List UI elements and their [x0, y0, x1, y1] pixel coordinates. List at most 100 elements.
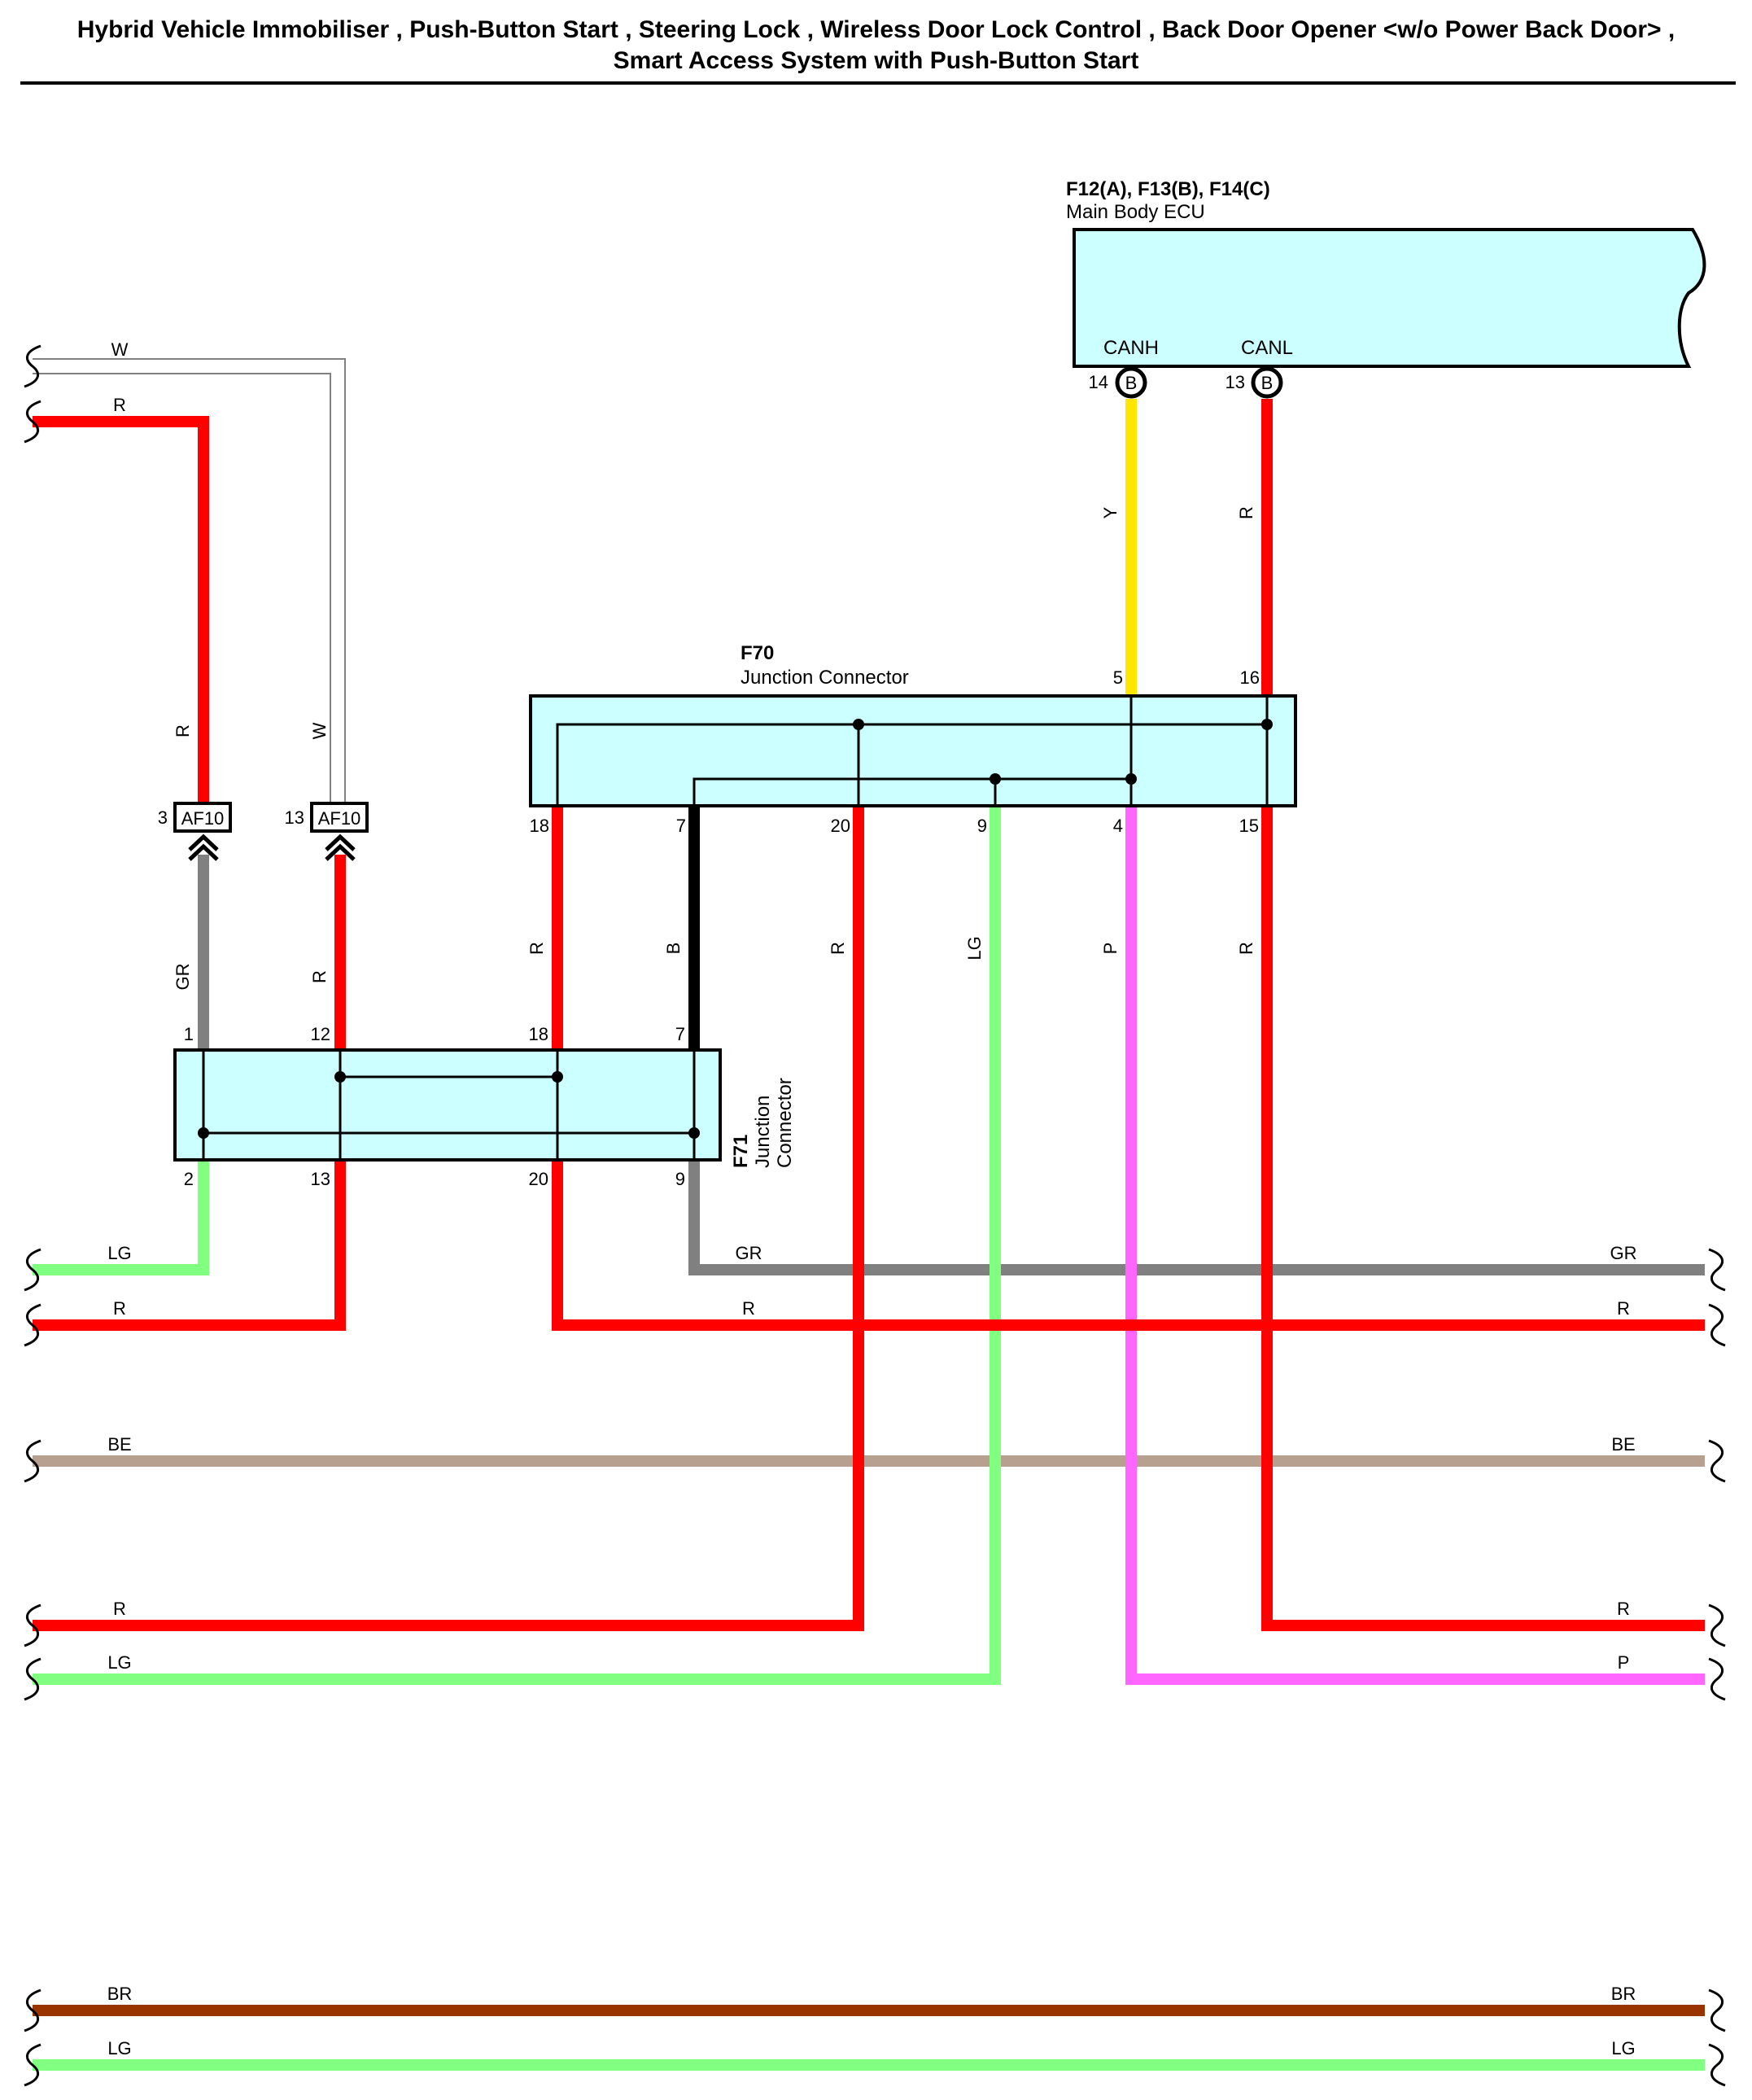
f71-name-line1: Junction [752, 1096, 774, 1168]
label-y-vert-canh: Y [1100, 506, 1121, 518]
label-r-left-2: R [113, 1298, 126, 1319]
f70-bottom-pin-9: 9 [977, 816, 987, 836]
label-br-left: BR [107, 1984, 133, 2004]
label-lg-left-3: LG [107, 2038, 131, 2058]
label-gr-vert-f71-1: GR [173, 964, 193, 991]
break-left-lg2 [24, 1657, 42, 1701]
f71-bottom-pin-2: 2 [184, 1169, 194, 1189]
f71-top-pin-18: 18 [529, 1024, 548, 1044]
ecu-name-label: Main Body ECU [1066, 201, 1205, 223]
ecu-pin-canh-num: 14 [1089, 372, 1108, 392]
wire-gr-f71-9 [688, 1160, 1705, 1275]
f70-bottom-pin-18: 18 [530, 816, 549, 836]
f71-top-pin-1: 1 [184, 1024, 194, 1044]
title-line-2: Smart Access System with Push-Button Sta… [613, 47, 1139, 74]
title-rule [20, 81, 1736, 85]
ecu-pin-canh-name: CANH [1103, 337, 1159, 359]
wire-lg-f70-9 [33, 806, 1001, 1685]
label-r-top: R [113, 395, 126, 415]
label-w-vert-af10-13: W [309, 722, 330, 739]
label-be-right: BE [1611, 1434, 1635, 1455]
title-line-1: Hybrid Vehicle Immobiliser , Push-Button… [76, 16, 1676, 43]
break-left-lg1 [24, 1248, 42, 1292]
f70-id: F70 [741, 642, 774, 664]
af10-right-label: AF10 [318, 808, 361, 829]
wire-r-f70-15 [1261, 806, 1705, 1631]
ecu-pin-canl-connector: B [1261, 373, 1274, 393]
label-lg-left-1: LG [107, 1243, 131, 1263]
f71-top-pin-12: 12 [311, 1024, 330, 1044]
label-b-vert-f70-7: B [663, 943, 684, 955]
af10-connector-right: AF10 [310, 802, 369, 861]
label-r-vert-f70-18: R [526, 942, 547, 955]
label-be-left: BE [107, 1434, 131, 1455]
break-left-r1 [24, 400, 42, 444]
ecu-box [1073, 228, 1706, 368]
label-lg-right-3: LG [1611, 2038, 1635, 2058]
f70-bottom-pin-20: 20 [831, 816, 850, 836]
label-lg-vert-f70-9: LG [964, 936, 985, 960]
f70-top-pin-5: 5 [1113, 667, 1123, 688]
diagram-title: Hybrid Vehicle Immobiliser , Push-Button… [0, 15, 1752, 77]
f70-name: Junction Connector [741, 667, 909, 689]
wire-w-af10-13 [33, 358, 346, 814]
f71-box [173, 1048, 722, 1162]
label-r-right-1: R [1617, 1298, 1630, 1319]
wire-r-f70-20 [33, 806, 864, 1631]
label-r-vert-f70-15: R [1236, 942, 1256, 955]
ecu-pin-canl-name: CANL [1241, 337, 1293, 359]
wire-lg-f71-2 [33, 1160, 209, 1275]
wire-r-f71-20 [552, 1160, 1705, 1331]
break-right-gr [1708, 1248, 1726, 1292]
label-w-top: W [111, 339, 129, 360]
label-r-vert-f71-12: R [309, 970, 330, 983]
label-gr-right: GR [1610, 1243, 1637, 1263]
f71-top-pin-7: 7 [675, 1024, 685, 1044]
break-symbols [24, 344, 1726, 2087]
ecu-connectors-label: F12(A), F13(B), F14(C) [1066, 178, 1270, 200]
break-right-r1 [1708, 1303, 1726, 1347]
label-p-vert-f70-4: P [1100, 943, 1121, 955]
af10-pin-13: 13 [285, 807, 304, 828]
break-left-lg3 [24, 2043, 42, 2087]
label-r-vert-canl: R [1236, 506, 1256, 519]
label-br-right: BR [1611, 1984, 1636, 2004]
f71-id: F71 [730, 1135, 752, 1168]
f71-bottom-pin-13: 13 [311, 1169, 330, 1189]
f70-bottom-pin-7: 7 [676, 816, 686, 836]
label-r-left-3: R [113, 1599, 126, 1619]
break-left-br [24, 1988, 42, 2032]
label-r-vert-af10-3: R [173, 724, 193, 737]
label-gr-mid: GR [736, 1243, 762, 1263]
f71-name-line2: Connector [774, 1078, 796, 1168]
af10-connector-left: AF10 [173, 802, 232, 861]
ecu-pin-canl: B [1251, 366, 1283, 399]
break-right-r2 [1708, 1603, 1726, 1647]
label-p-right: P [1618, 1652, 1630, 1673]
label-r-right-2: R [1617, 1599, 1630, 1619]
break-right-p [1708, 1657, 1726, 1701]
break-left-be [24, 1439, 42, 1483]
break-right-br [1708, 1988, 1726, 2032]
f71-bottom-pin-20: 20 [529, 1169, 548, 1189]
wire-r-f71-13 [33, 1160, 346, 1331]
wire-p-f70-4 [1125, 806, 1705, 1685]
f70-bottom-pin-4: 4 [1113, 816, 1123, 836]
ecu-pin-canl-num: 13 [1226, 372, 1245, 392]
f71-bottom-pin-9: 9 [675, 1169, 685, 1189]
f70-box [529, 694, 1297, 807]
label-lg-left-2: LG [107, 1652, 131, 1673]
break-right-be [1708, 1439, 1726, 1483]
af10-pin-3: 3 [158, 807, 168, 828]
ecu-pin-canh-connector: B [1125, 373, 1138, 393]
f70-top-pin-16: 16 [1240, 667, 1260, 688]
wire-r-af10-3 [33, 416, 209, 814]
ecu-pin-canh: B [1115, 366, 1147, 399]
ecu-outline [1073, 228, 1706, 368]
af10-left-label: AF10 [181, 808, 225, 829]
break-right-lg [1708, 2043, 1726, 2087]
break-left-r2 [24, 1303, 42, 1347]
label-r-vert-f70-20: R [828, 942, 848, 955]
break-left-r3 [24, 1603, 42, 1647]
